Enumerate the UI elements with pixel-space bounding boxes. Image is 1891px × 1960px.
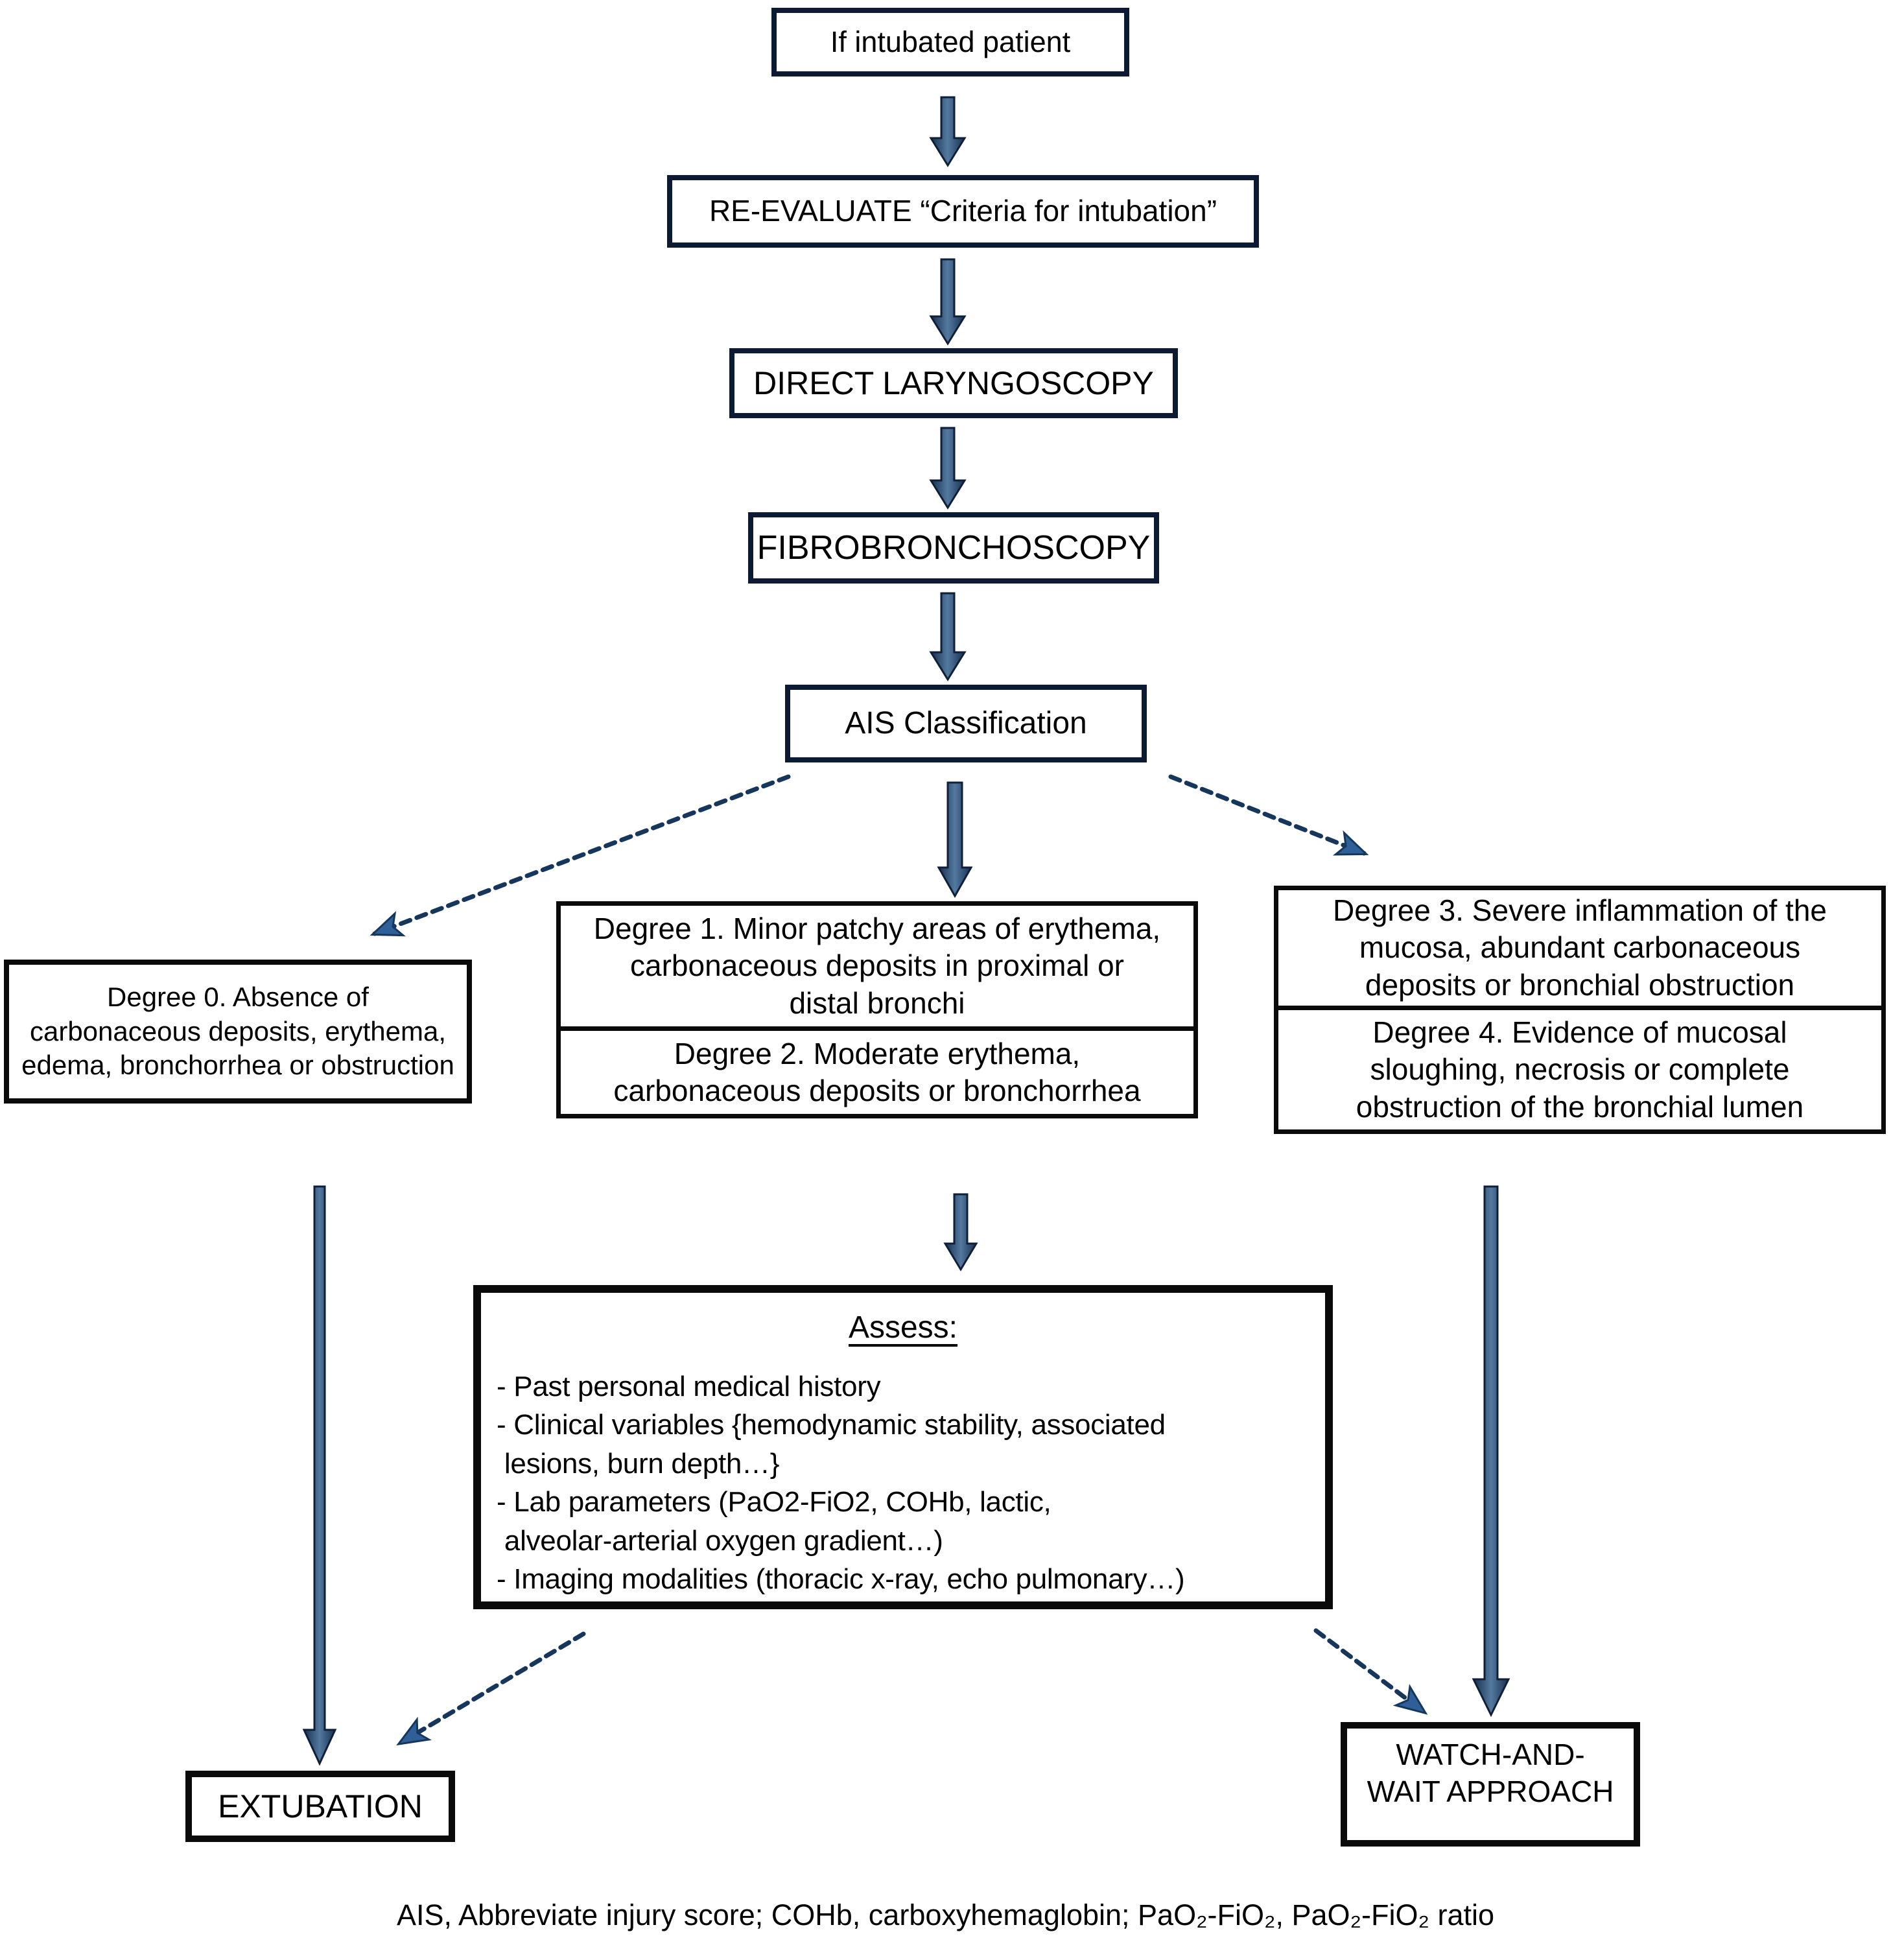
node-if-intubated: If intubated patient — [771, 8, 1129, 77]
dashed-arrow-assess-to-watchwait — [1313, 1628, 1428, 1715]
assess-item: - Imaging modalities (thoracic x-ray, ec… — [497, 1563, 1185, 1595]
degree1-line: carbonaceous deposits in proximal or — [630, 949, 1124, 983]
arrow-reevaluate-to-laryngoscopy — [929, 258, 967, 346]
arrow-intubated-to-reevaluate — [929, 96, 967, 167]
assess-title: Assess: — [848, 1310, 958, 1345]
arrow-fibro-to-ais — [929, 592, 967, 681]
node-ais-classification: AIS Classification — [785, 685, 1147, 762]
degree1-line: distal bronchi — [789, 986, 965, 1020]
node-degree-1: Degree 1. Minor patchy areas of erythema… — [556, 901, 1198, 1031]
node-degree-1-2-stack: Degree 1. Minor patchy areas of erythema… — [556, 901, 1198, 1118]
assess-item: - Lab parameters (PaO2-FiO2, COHb, lacti… — [497, 1486, 1051, 1518]
degree3-line: mucosa, abundant carbonaceous — [1359, 930, 1801, 965]
degree4-line: obstruction of the bronchial lumen — [1356, 1089, 1804, 1124]
node-degree-2: Degree 2. Moderate erythema, carbonaceou… — [556, 1026, 1198, 1118]
degree4-line: sloughing, necrosis or complete — [1370, 1052, 1790, 1087]
dashed-arrow-ais-to-degree0 — [370, 774, 791, 937]
assess-item: - Clinical variables {hemodynamic stabil… — [497, 1409, 1166, 1441]
degree2-line: carbonaceous deposits or bronchorrhea — [613, 1074, 1141, 1107]
node-degree-4: Degree 4. Evidence of mucosal sloughing,… — [1274, 1006, 1886, 1134]
arrow-degree0-to-extubation — [302, 1185, 337, 1766]
assess-item: - Past personal medical history — [497, 1371, 881, 1402]
node-reevaluate-label: RE-EVALUATE “Criteria for intubation” — [709, 194, 1217, 228]
node-direct-laryngoscopy-label: DIRECT LARYNGOSCOPY — [753, 364, 1154, 401]
arrow-ais-to-degree12 — [937, 781, 973, 899]
arrow-degree12-to-assess — [943, 1193, 978, 1271]
dashed-arrow-assess-to-extubation — [396, 1631, 586, 1746]
node-fibrobronchoscopy: FIBROBRONCHOSCOPY — [748, 512, 1159, 584]
assess-item: lesions, burn depth…} — [497, 1447, 780, 1480]
node-if-intubated-label: If intubated patient — [830, 25, 1071, 58]
degree0-line: carbonaceous deposits, erythema, — [29, 1015, 447, 1046]
node-degree-0: Degree 0. Absence of carbonaceous deposi… — [4, 960, 472, 1104]
node-ais-classification-label: AIS Classification — [845, 706, 1087, 740]
degree0-line: edema, bronchorrhea or obstruction — [21, 1050, 454, 1081]
node-extubation-label: EXTUBATION — [218, 1788, 423, 1824]
node-degree-3: Degree 3. Severe inflammation of the muc… — [1274, 886, 1886, 1010]
dashed-arrow-ais-to-degree34 — [1168, 774, 1369, 856]
assess-item: alveolar-arterial oxygen gradient…) — [497, 1524, 943, 1557]
degree3-line: Degree 3. Severe inflammation of the — [1333, 893, 1827, 928]
node-watch-and-wait: WATCH-AND- WAIT APPROACH — [1341, 1722, 1640, 1847]
watch-wait-line: WATCH-AND- — [1396, 1737, 1585, 1771]
degree1-line: Degree 1. Minor patchy areas of erythema… — [593, 912, 1161, 946]
node-fibrobronchoscopy-label: FIBROBRONCHOSCOPY — [757, 528, 1151, 567]
node-assess: Assess: - Past personal medical history … — [473, 1285, 1333, 1609]
arrow-degree34-to-watchwait — [1472, 1185, 1510, 1718]
figure-caption: AIS, Abbreviate injury score; COHb, carb… — [397, 1898, 1494, 1931]
arrow-laryngoscopy-to-fibro — [929, 427, 967, 510]
node-extubation: EXTUBATION — [185, 1771, 455, 1842]
degree4-line: Degree 4. Evidence of mucosal — [1372, 1015, 1787, 1050]
degree2-line: Degree 2. Moderate erythema, — [674, 1036, 1081, 1070]
degree3-line: deposits or bronchial obstruction — [1365, 967, 1795, 1002]
node-degree-3-4-stack: Degree 3. Severe inflammation of the muc… — [1274, 886, 1886, 1134]
node-direct-laryngoscopy: DIRECT LARYNGOSCOPY — [729, 348, 1178, 418]
watch-wait-line: WAIT APPROACH — [1367, 1775, 1614, 1808]
degree0-line: Degree 0. Absence of — [107, 982, 369, 1013]
node-reevaluate: RE-EVALUATE “Criteria for intubation” — [667, 175, 1259, 248]
